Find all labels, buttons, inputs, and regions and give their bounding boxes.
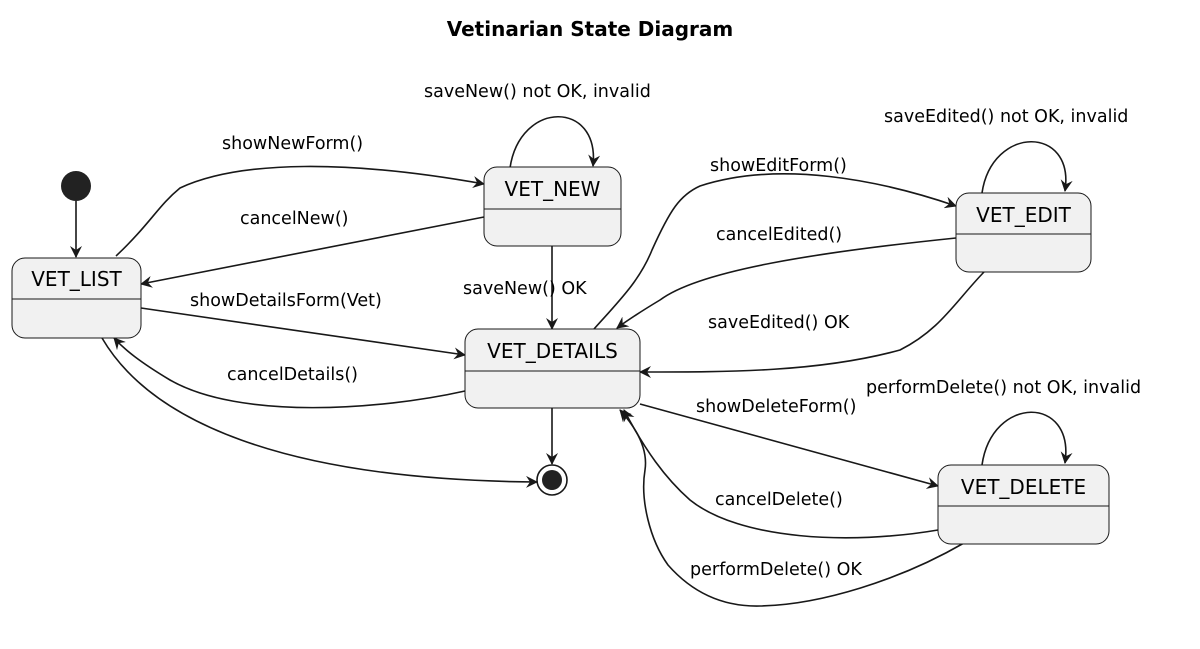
state-vet-list: VET_LIST bbox=[11, 257, 142, 339]
diagram-title: Vetinarian State Diagram bbox=[447, 17, 734, 41]
label-save-edited-ok: saveEdited() OK bbox=[708, 313, 850, 333]
edge-save-new-invalid bbox=[509, 116, 601, 169]
edge-show-new-form bbox=[115, 165, 485, 257]
edge-show-edit-form bbox=[593, 173, 957, 330]
label-save-edited-invalid: saveEdited() not OK, invalid bbox=[884, 107, 1128, 127]
state-vet-new: VET_NEW bbox=[483, 166, 622, 247]
label-save-new-invalid: saveNew() not OK, invalid bbox=[424, 82, 651, 102]
state-name-vet-delete: VET_DELETE bbox=[961, 475, 1086, 499]
label-perform-delete-invalid: performDelete() not OK, invalid bbox=[866, 378, 1141, 398]
label-show-edit-form: showEditForm() bbox=[710, 156, 847, 176]
state-name-vet-new: VET_NEW bbox=[505, 177, 601, 201]
state-vet-edit: VET_EDIT bbox=[955, 192, 1092, 273]
state-name-vet-edit: VET_EDIT bbox=[976, 203, 1071, 227]
state-name-vet-list: VET_LIST bbox=[31, 267, 122, 291]
edge-cancel-delete bbox=[623, 409, 939, 539]
label-save-new-ok: saveNew() OK bbox=[463, 279, 587, 299]
initial-state bbox=[61, 171, 91, 201]
edge-perform-delete-ok bbox=[619, 409, 965, 607]
label-cancel-new: cancelNew() bbox=[240, 209, 349, 229]
label-show-details-form: showDetailsForm(Vet) bbox=[190, 291, 382, 311]
edge-save-edited-ok bbox=[639, 271, 985, 378]
edge-save-edited-invalid bbox=[981, 141, 1073, 194]
edge-cancel-new bbox=[140, 216, 485, 288]
state-vet-delete: VET_DELETE bbox=[937, 464, 1110, 545]
final-state bbox=[536, 464, 568, 496]
label-show-delete-form: showDeleteForm() bbox=[696, 397, 856, 417]
state-vet-details: VET_DETAILS bbox=[464, 328, 641, 409]
edge-show-delete-form bbox=[639, 403, 939, 489]
edge-cancel-details bbox=[113, 337, 466, 409]
edge-show-details-form bbox=[140, 307, 466, 360]
label-cancel-delete: cancelDelete() bbox=[715, 490, 843, 510]
state-name-vet-details: VET_DETAILS bbox=[487, 339, 618, 363]
edge-cancel-edited bbox=[616, 237, 957, 329]
label-perform-delete-ok: performDelete() OK bbox=[690, 560, 862, 580]
edge-perform-delete-invalid bbox=[981, 411, 1073, 466]
label-cancel-edited: cancelEdited() bbox=[716, 225, 842, 245]
label-cancel-details: cancelDetails() bbox=[227, 365, 358, 385]
label-show-new-form: showNewForm() bbox=[222, 134, 363, 154]
edge-list-to-final bbox=[101, 337, 538, 488]
